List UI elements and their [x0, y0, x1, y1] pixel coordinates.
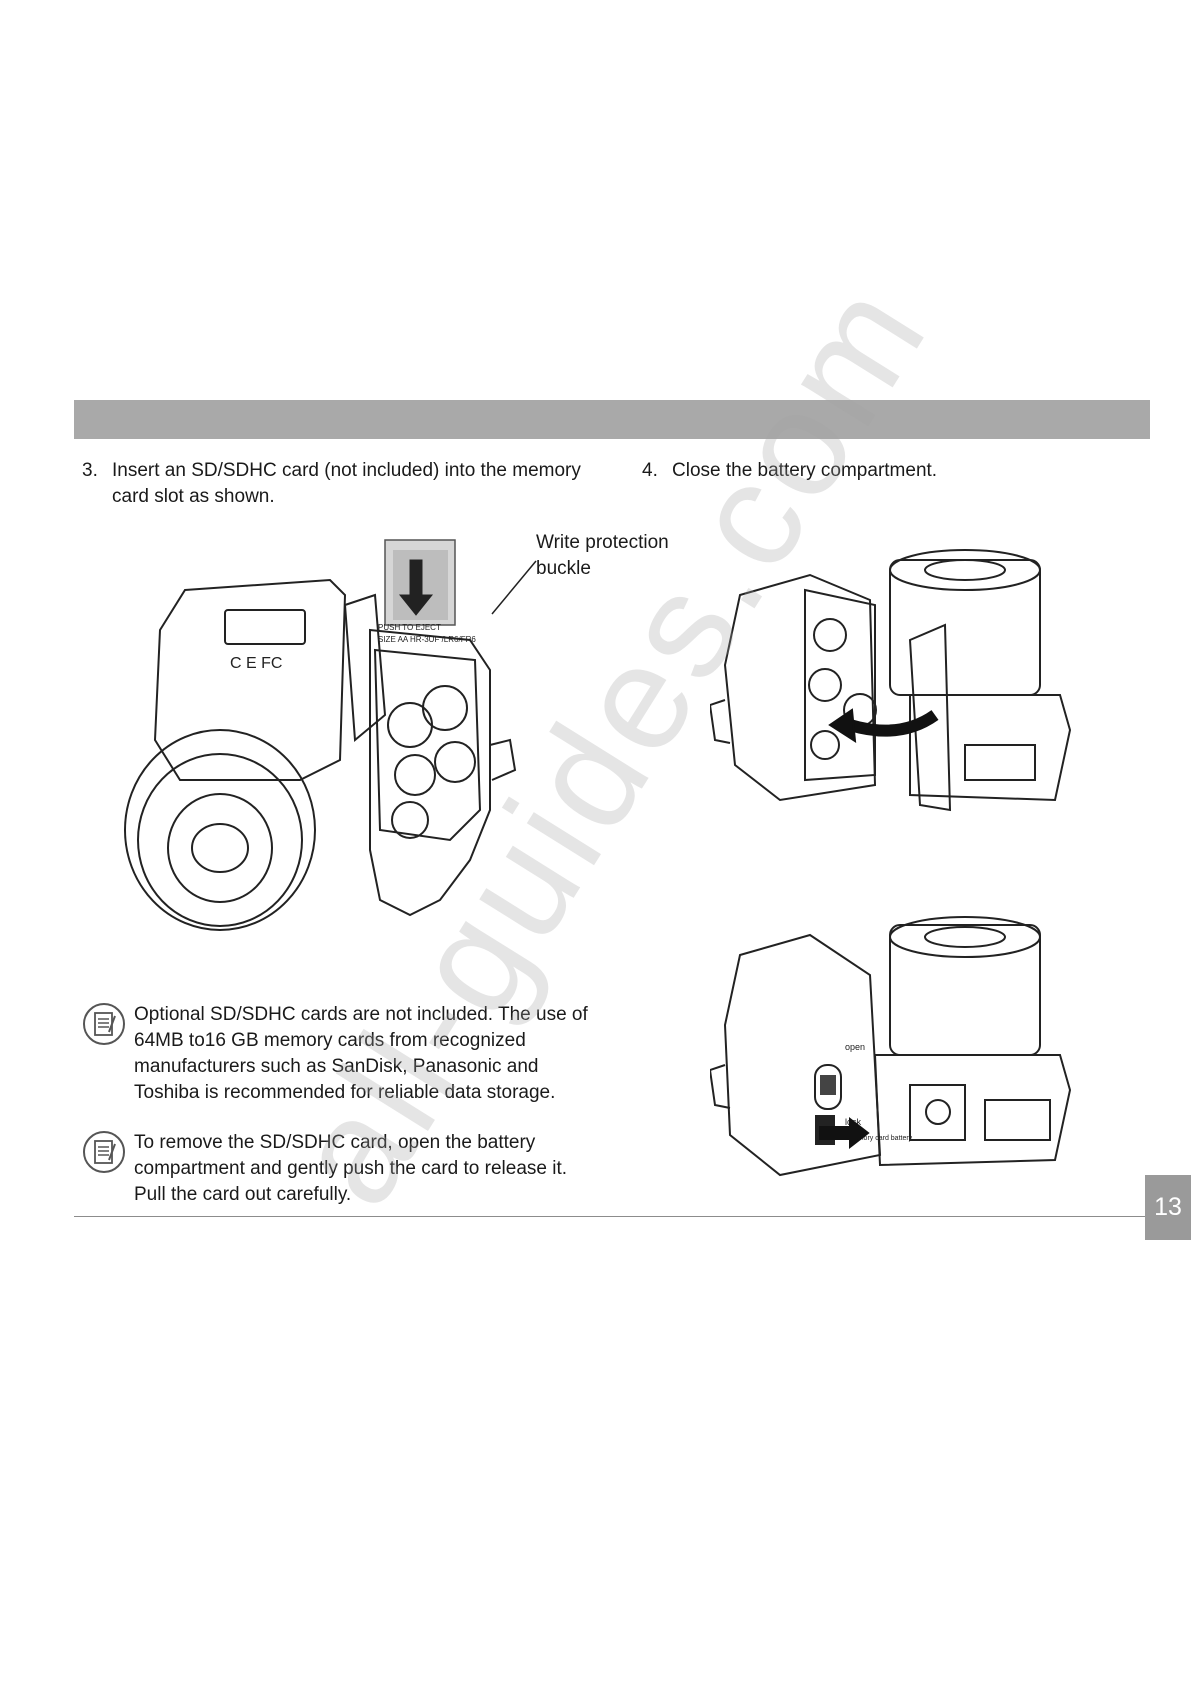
tripod-plate [909, 1084, 966, 1141]
callout-leader-line [491, 560, 537, 615]
camera-insert-card-illustration: C E FC PUSH TO EJECT SIZE AA HR-3UF /LR6… [124, 539, 537, 931]
strap-lug [489, 738, 517, 781]
step-3: 3. Insert an SD/SDHC card (not included)… [82, 458, 582, 510]
insert-arrow [398, 559, 434, 616]
lens-barrel [889, 924, 1041, 1056]
lens-cap [167, 793, 273, 903]
tripod-socket [925, 1099, 951, 1125]
battery [813, 618, 847, 652]
lens-cap [889, 549, 1041, 591]
strap-lug [710, 1064, 731, 1109]
note-icon [83, 1131, 125, 1173]
camera-lcd [224, 609, 306, 645]
svg-text:C E FC: C E FC [230, 655, 282, 672]
camera-body [723, 573, 877, 802]
battery [434, 741, 476, 783]
lock-arrow [819, 1116, 870, 1150]
battery [422, 685, 468, 731]
lock-switch [814, 1064, 842, 1110]
battery [810, 730, 840, 760]
camera-body [153, 578, 347, 781]
page-number: 13 [1145, 1175, 1191, 1240]
battery [808, 668, 842, 702]
step-text: Insert an SD/SDHC card (not included) in… [112, 460, 581, 507]
note-2: To remove the SD/SDHC card, open the bat… [82, 1130, 602, 1208]
note-text: To remove the SD/SDHC card, open the bat… [134, 1132, 568, 1205]
camera-bottom [873, 1054, 1072, 1167]
slot-label: SIZE AA HR-3UF /LR6/FR6 [378, 635, 476, 644]
footer-rule [74, 1216, 1146, 1217]
strap-lug [710, 699, 731, 744]
compartment-label: memory card battery [848, 1135, 913, 1142]
battery-door [343, 593, 387, 743]
camera-close-compartment-illustration [710, 549, 1072, 812]
close-arrow [848, 710, 939, 737]
write-protection-callout: Write protection buckle [536, 532, 669, 579]
label-plate [964, 744, 1036, 781]
note-icon [83, 1003, 125, 1045]
battery-compartment [804, 588, 876, 782]
camera-side [909, 694, 1072, 802]
switch-label-open: open [845, 1042, 865, 1052]
note-text: Optional SD/SDHC cards are not included.… [134, 1004, 588, 1103]
battery [394, 754, 436, 796]
lens-barrel [124, 729, 316, 931]
slot-label: PUSH TO EJECT [378, 623, 441, 632]
section-header-bar [74, 400, 1150, 439]
camera-body [723, 933, 882, 1177]
battery [387, 702, 433, 748]
step-4: 4. Close the battery compartment. [642, 458, 1062, 484]
battery [391, 801, 429, 839]
lens-cap [889, 916, 1041, 958]
camera-lock-compartment-illustration: open lock memory card battery [710, 916, 1072, 1177]
battery-door [908, 623, 952, 812]
step-number: 4. [642, 460, 658, 481]
camera-grip [369, 628, 491, 917]
arrow-head [828, 708, 857, 743]
step-number: 3. [82, 460, 98, 481]
note-1: Optional SD/SDHC cards are not included.… [82, 1002, 602, 1106]
battery-compartment [373, 648, 482, 842]
label-plate [984, 1099, 1051, 1141]
step-text: Close the battery compartment. [672, 460, 938, 481]
